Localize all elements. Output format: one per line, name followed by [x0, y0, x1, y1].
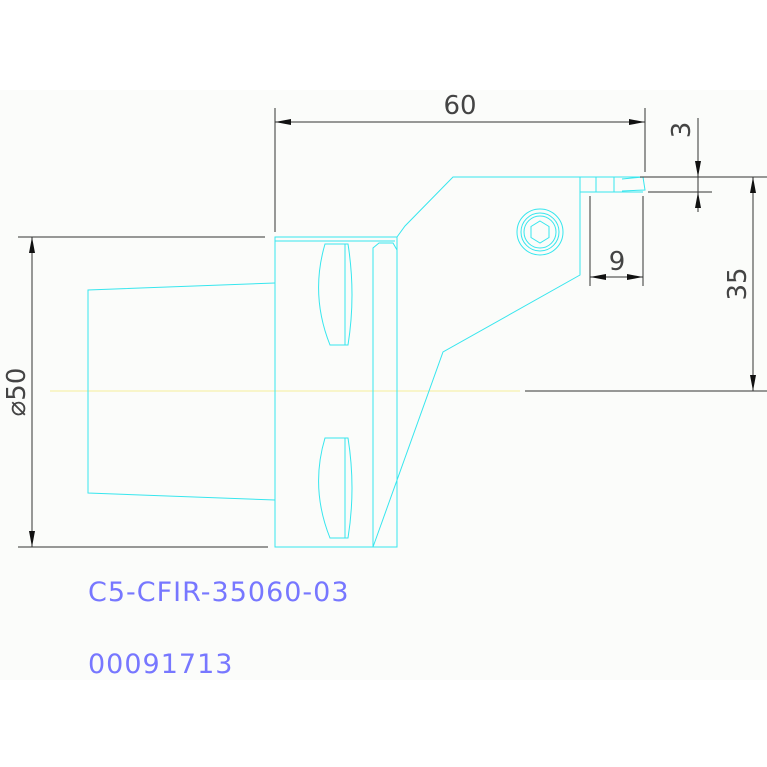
dim-length-60: 60: [443, 91, 476, 121]
drive-slot-top: [318, 243, 353, 346]
dimension-lines: [18, 108, 767, 548]
dim-offset-3: 3: [667, 122, 697, 139]
screw-head: [516, 208, 564, 256]
part-number: C5-CFIR-35060-03: [88, 577, 350, 608]
drive-slot-bottom: [318, 437, 353, 539]
dim-width-9: 9: [609, 247, 626, 277]
hex-socket-icon: [530, 220, 550, 244]
dimension-arrows: [29, 119, 756, 547]
insert: [621, 176, 646, 192]
shank-outline: [87, 282, 276, 501]
dim-diameter-50: ⌀50: [2, 368, 32, 417]
item-code: 00091713: [88, 649, 233, 680]
tool-holder-geometry: [87, 176, 646, 548]
dim-height-35: 35: [723, 267, 753, 300]
sheet-background: [0, 90, 767, 680]
